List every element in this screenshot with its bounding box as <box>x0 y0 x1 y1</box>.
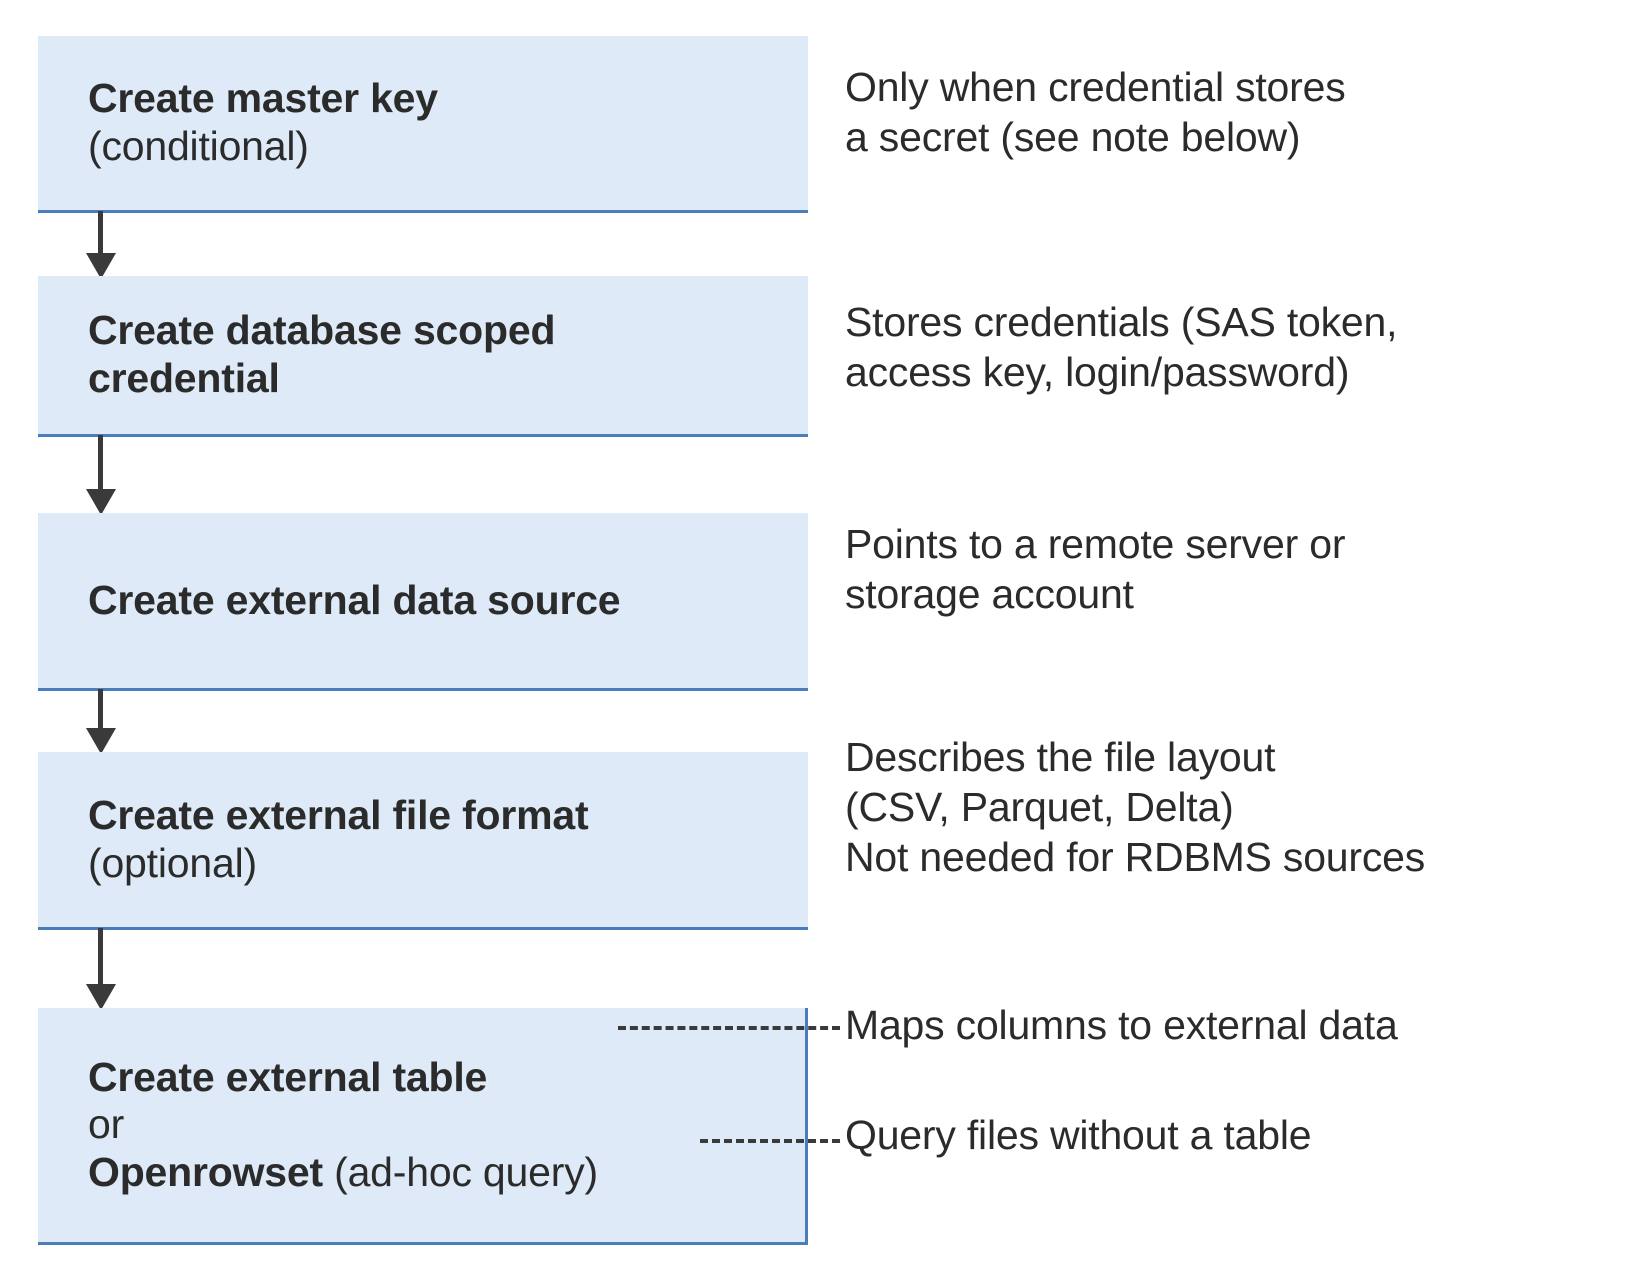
note-line: Query files without a table <box>845 1112 1312 1158</box>
box-title: Create external data source <box>88 576 621 623</box>
flow-box-create-database-scoped-credential[interactable]: Create database scoped credential <box>38 276 808 437</box>
box-content: Create master key (conditional) <box>38 75 808 170</box>
box-content: Create external file format (optional) <box>38 792 808 887</box>
arrow-head <box>86 489 116 515</box>
box-or-label: or <box>88 1101 125 1148</box>
note-line: Describes the file layout <box>845 734 1276 780</box>
note-line: Maps columns to external data <box>845 1002 1398 1048</box>
box-title: Create external table <box>88 1053 488 1100</box>
box-alt-title: Openrowset <box>88 1148 323 1195</box>
arrow-shaft <box>98 928 103 984</box>
note-line: Stores credentials (SAS token, <box>845 299 1398 345</box>
arrow-head <box>86 984 116 1010</box>
box-content: Create external data source <box>38 577 808 625</box>
note-line: a secret (see note below) <box>845 114 1301 161</box>
arrow-down-icon <box>86 435 116 515</box>
arrow-head <box>86 253 116 279</box>
note-line: Not needed for RDBMS sources <box>845 834 1426 881</box>
flow-box-create-external-data-source[interactable]: Create external data source <box>38 513 808 691</box>
arrow-down-icon <box>86 928 116 1010</box>
note-create-database-scoped-credential: Stores credentials (SAS token, access ke… <box>845 297 1635 397</box>
box-subtitle: (conditional) <box>88 123 309 169</box>
box-subtitle: (optional) <box>88 839 257 886</box>
dashed-connector-openrowset <box>700 1139 840 1143</box>
box-alt-suffix: (ad-hoc query) <box>322 1148 598 1195</box>
note-line: storage account <box>845 571 1134 618</box>
box-title: Create database scoped <box>88 307 556 354</box>
flow-box-create-external-table-or-openrowset[interactable]: Create external table or Openrowset (ad-… <box>38 1008 808 1245</box>
note-create-external-data-source: Points to a remote server or storage acc… <box>845 519 1635 619</box>
box-alt-title-row: Openrowset (ad-hoc query) <box>88 1149 791 1197</box>
arrow-down-icon <box>86 211 116 279</box>
note-create-external-table: Maps columns to external data <box>845 1000 1635 1050</box>
arrow-shaft <box>98 689 103 728</box>
box-content: Create database scoped credential <box>38 307 808 402</box>
arrow-shaft <box>98 435 103 489</box>
arrow-down-icon <box>86 689 116 754</box>
note-create-master-key: Only when credential stores a secret (se… <box>845 62 1635 162</box>
dashed-connector-external-table <box>618 1026 840 1030</box>
note-create-external-file-format: Describes the file layout (CSV, Parquet,… <box>845 732 1635 882</box>
note-openrowset: Query files without a table <box>845 1110 1635 1160</box>
box-title-second-line: credential <box>88 355 280 401</box>
arrow-shaft <box>98 211 103 253</box>
box-content: Create external table or Openrowset (ad-… <box>38 1054 805 1197</box>
note-line: Only when credential stores <box>845 64 1346 110</box>
flow-box-create-master-key[interactable]: Create master key (conditional) <box>38 36 808 213</box>
box-title: Create external file format <box>88 791 589 838</box>
flow-box-create-external-file-format[interactable]: Create external file format (optional) <box>38 752 808 930</box>
note-line: Points to a remote server or <box>845 521 1346 567</box>
note-line: access key, login/password) <box>845 349 1350 396</box>
arrow-head <box>86 728 116 754</box>
box-title: Create master key <box>88 75 438 122</box>
note-line: (CSV, Parquet, Delta) <box>845 784 1234 831</box>
